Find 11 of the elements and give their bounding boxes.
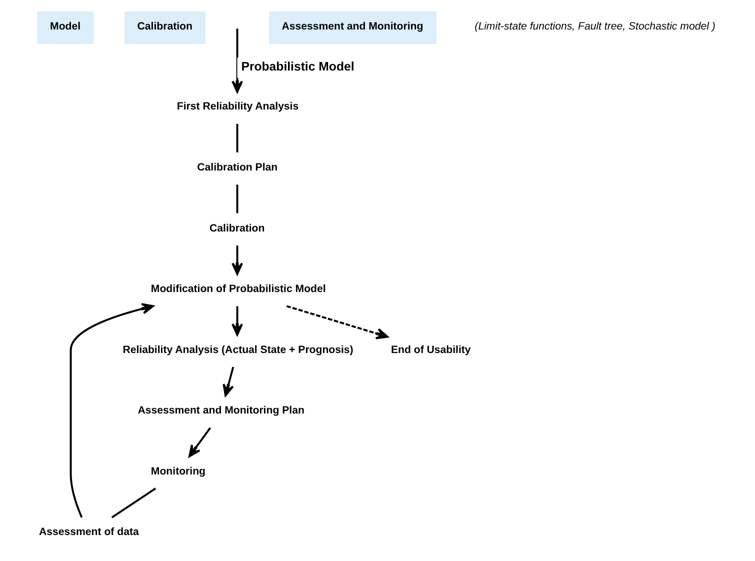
node-text: Calibration Plan: [196, 161, 278, 174]
node-text: Monitoring: [150, 465, 205, 478]
node-text: Reliability Analysis (Actual State + Prognosis): [122, 344, 353, 356]
node-text: First Reliability Analysis: [176, 100, 298, 113]
node-text: Assessment of data: [38, 526, 138, 538]
label: (Limit-state functions, Fault tree, Stochastic model ): [474, 20, 715, 33]
node-text: Modification of Probabilistic Model: [150, 283, 326, 296]
node-text: End of Usability: [390, 344, 470, 356]
node-text: Calibration: [209, 222, 264, 234]
edge-label: Probabilistic Model: [240, 60, 354, 74]
node-text: Assessment and Monitoring Plan: [137, 404, 304, 417]
